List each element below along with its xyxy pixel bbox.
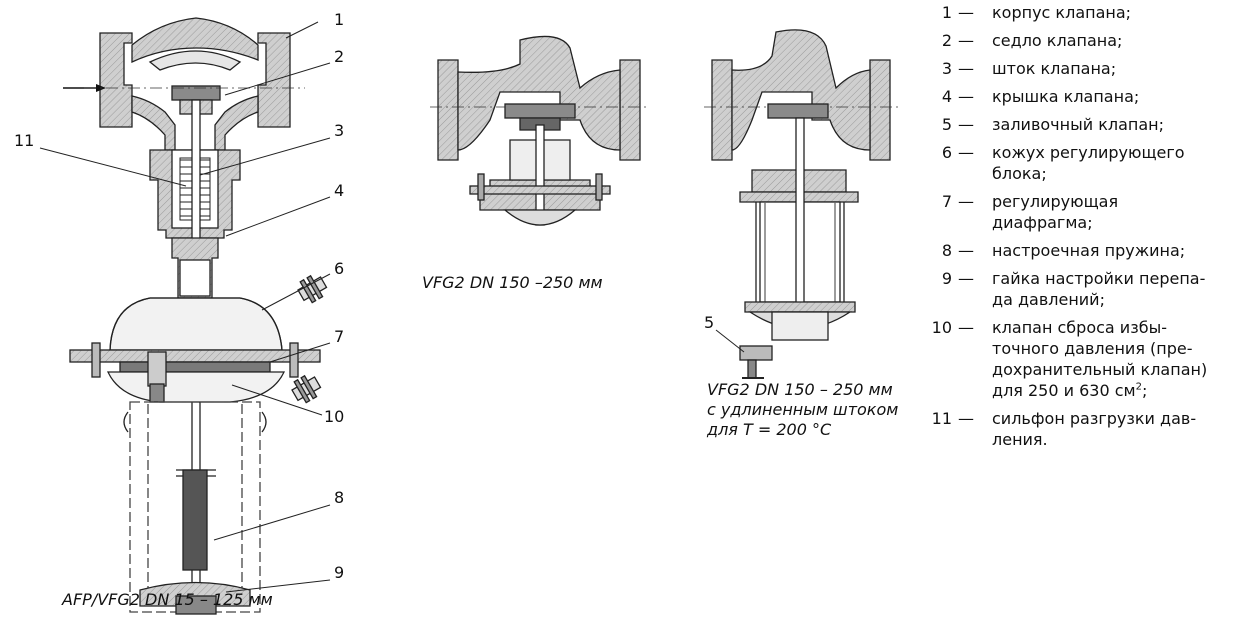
- legend-number: 2: [941, 31, 952, 50]
- legend-text: кожух регулирующего: [992, 143, 1185, 162]
- legend-dash: —: [958, 143, 974, 162]
- legend-dash: —: [958, 3, 974, 22]
- right-valve-drawing: [704, 29, 900, 379]
- legend-text: ;: [1141, 381, 1148, 400]
- callout-9: 9: [334, 563, 344, 582]
- callout-4: 4: [334, 181, 344, 200]
- legend-dash: —: [958, 87, 974, 106]
- legend-text: регулирующая: [992, 192, 1119, 211]
- parts-legend: 1 — корпус клапана; 2 — седло клапана; 3 — што…: [922, 2, 1252, 457]
- legend-number: 7: [941, 192, 952, 211]
- legend-dash: —: [958, 318, 974, 337]
- callout-6: 6: [334, 259, 344, 278]
- legend-item: 8 — настроечная пружина;: [922, 240, 1252, 261]
- legend-text: блока;: [992, 164, 1047, 183]
- legend-text: заливочный клапан;: [992, 115, 1164, 134]
- legend-item: 3 — шток клапана;: [922, 58, 1252, 79]
- legend-number: 6: [941, 143, 952, 162]
- legend-dash: —: [958, 409, 974, 428]
- legend-dash: —: [958, 59, 974, 78]
- callout-2: 2: [334, 47, 344, 66]
- caption-left-valve: AFP/VFG2 DN 15 – 125 мм: [62, 590, 273, 609]
- caption-middle-valve: VFG2 DN 150 –250 мм: [422, 273, 603, 292]
- caption-right-line2: с удлиненным штоком: [707, 400, 899, 419]
- legend-number: 9: [941, 269, 952, 288]
- callout-10: 10: [324, 407, 344, 426]
- leader-lines: [39, 21, 745, 593]
- callout-3: 3: [334, 121, 344, 140]
- legend-text: диафрагма;: [992, 213, 1093, 232]
- legend-item: 7 — регулирующая диафрагма;: [922, 191, 1252, 233]
- legend-text: ления.: [992, 430, 1048, 449]
- legend-text: да давлений;: [992, 290, 1105, 309]
- legend-text: сильфон разгрузки дав-: [992, 409, 1197, 428]
- legend-item: 5 — заливочный клапан;: [922, 114, 1252, 135]
- legend-dash: —: [958, 192, 974, 211]
- legend-number: 8: [941, 241, 952, 260]
- legend-dash: —: [958, 269, 974, 288]
- caption-right-line1: VFG2 DN 150 – 250 мм: [707, 380, 893, 399]
- legend-item: 6 — кожух регулирующего блока;: [922, 142, 1252, 184]
- legend-number: 10: [931, 318, 952, 337]
- legend-number: 3: [941, 59, 952, 78]
- legend-text: настроечная пружина;: [992, 241, 1186, 260]
- legend-text: для 250 и 630 см: [992, 381, 1136, 400]
- legend-number: 4: [941, 87, 952, 106]
- legend-item: 1 — корпус клапана;: [922, 2, 1252, 23]
- legend-superscript: 2: [1135, 381, 1142, 393]
- legend-text: крышка клапана;: [992, 87, 1140, 106]
- legend-number: 11: [931, 409, 952, 428]
- legend-text: точного давления (пре-: [992, 339, 1193, 358]
- legend-item: 2 — седло клапана;: [922, 30, 1252, 51]
- legend-dash: —: [958, 115, 974, 134]
- legend-text: шток клапана;: [992, 59, 1117, 78]
- legend-dash: —: [958, 31, 974, 50]
- legend-dash: —: [958, 241, 974, 260]
- legend-item: 4 — крышка клапана;: [922, 86, 1252, 107]
- legend-number: 1: [941, 3, 952, 22]
- legend-text: дохранительный клапан): [992, 360, 1208, 379]
- legend-text: корпус клапана;: [992, 3, 1132, 22]
- callout-5: 5: [704, 313, 714, 332]
- legend-item: 10 — клапан сброса избы-точного давления (…: [922, 317, 1252, 401]
- legend-item: 9 — гайка настройки перепа-да давлений;: [922, 268, 1252, 310]
- left-valve-drawing: [63, 17, 328, 615]
- legend-text: клапан сброса избы-: [992, 318, 1167, 337]
- callout-8: 8: [334, 488, 344, 507]
- legend-text: гайка настройки перепа-: [992, 269, 1206, 288]
- legend-number: 5: [941, 115, 952, 134]
- caption-right-valve: VFG2 DN 150 – 250 мм с удлиненным штоком…: [707, 380, 898, 440]
- middle-valve-drawing: [430, 35, 650, 226]
- callout-7: 7: [334, 327, 344, 346]
- legend-text: седло клапана;: [992, 31, 1123, 50]
- callout-1: 1: [334, 10, 344, 29]
- legend-item: 11 — сильфон разгрузки дав-ления.: [922, 408, 1252, 450]
- callout-11: 11: [14, 131, 34, 150]
- caption-right-line3: для T = 200 °С: [707, 420, 832, 439]
